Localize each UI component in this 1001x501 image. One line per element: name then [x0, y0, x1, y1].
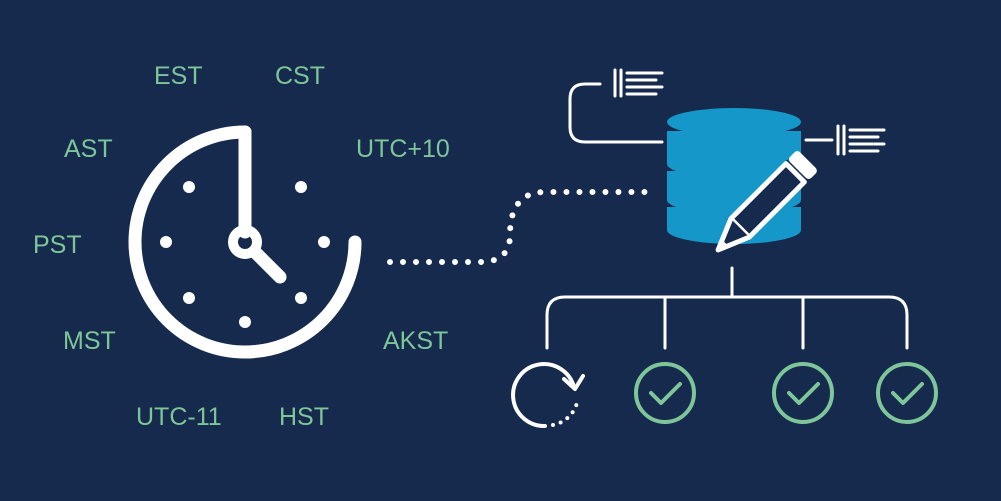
timezone-label-pst: PST	[33, 231, 82, 259]
timezone-label-est: EST	[154, 62, 203, 90]
timezone-label-hst: HST	[279, 403, 329, 431]
check-circle-icon	[772, 362, 834, 424]
timezone-label-ast: AST	[64, 135, 113, 163]
timezone-label-akst: AKST	[383, 327, 449, 355]
timezone-label-utc-minus-11: UTC-11	[136, 403, 222, 431]
document-lines-icon	[836, 124, 886, 156]
clock-center	[228, 225, 262, 259]
check-circle-icon	[634, 362, 696, 424]
clock-dial	[128, 125, 362, 359]
pencil-icon	[715, 151, 817, 253]
tree-connector	[545, 266, 909, 350]
document-lines-icon	[613, 68, 664, 98]
document-connector-a	[568, 82, 664, 144]
clock-icon	[128, 125, 362, 359]
check-circle-icon	[876, 362, 938, 424]
clock-hour-dots	[160, 181, 330, 328]
clock-hour-hand	[249, 246, 287, 284]
dotted-connector	[387, 189, 648, 265]
sync-icon	[511, 362, 585, 429]
timezone-label-utc-plus-10: UTC+10	[356, 135, 450, 163]
database-icon	[667, 108, 801, 244]
timezone-label-cst: CST	[275, 62, 325, 90]
timezone-label-mst: MST	[63, 327, 116, 355]
